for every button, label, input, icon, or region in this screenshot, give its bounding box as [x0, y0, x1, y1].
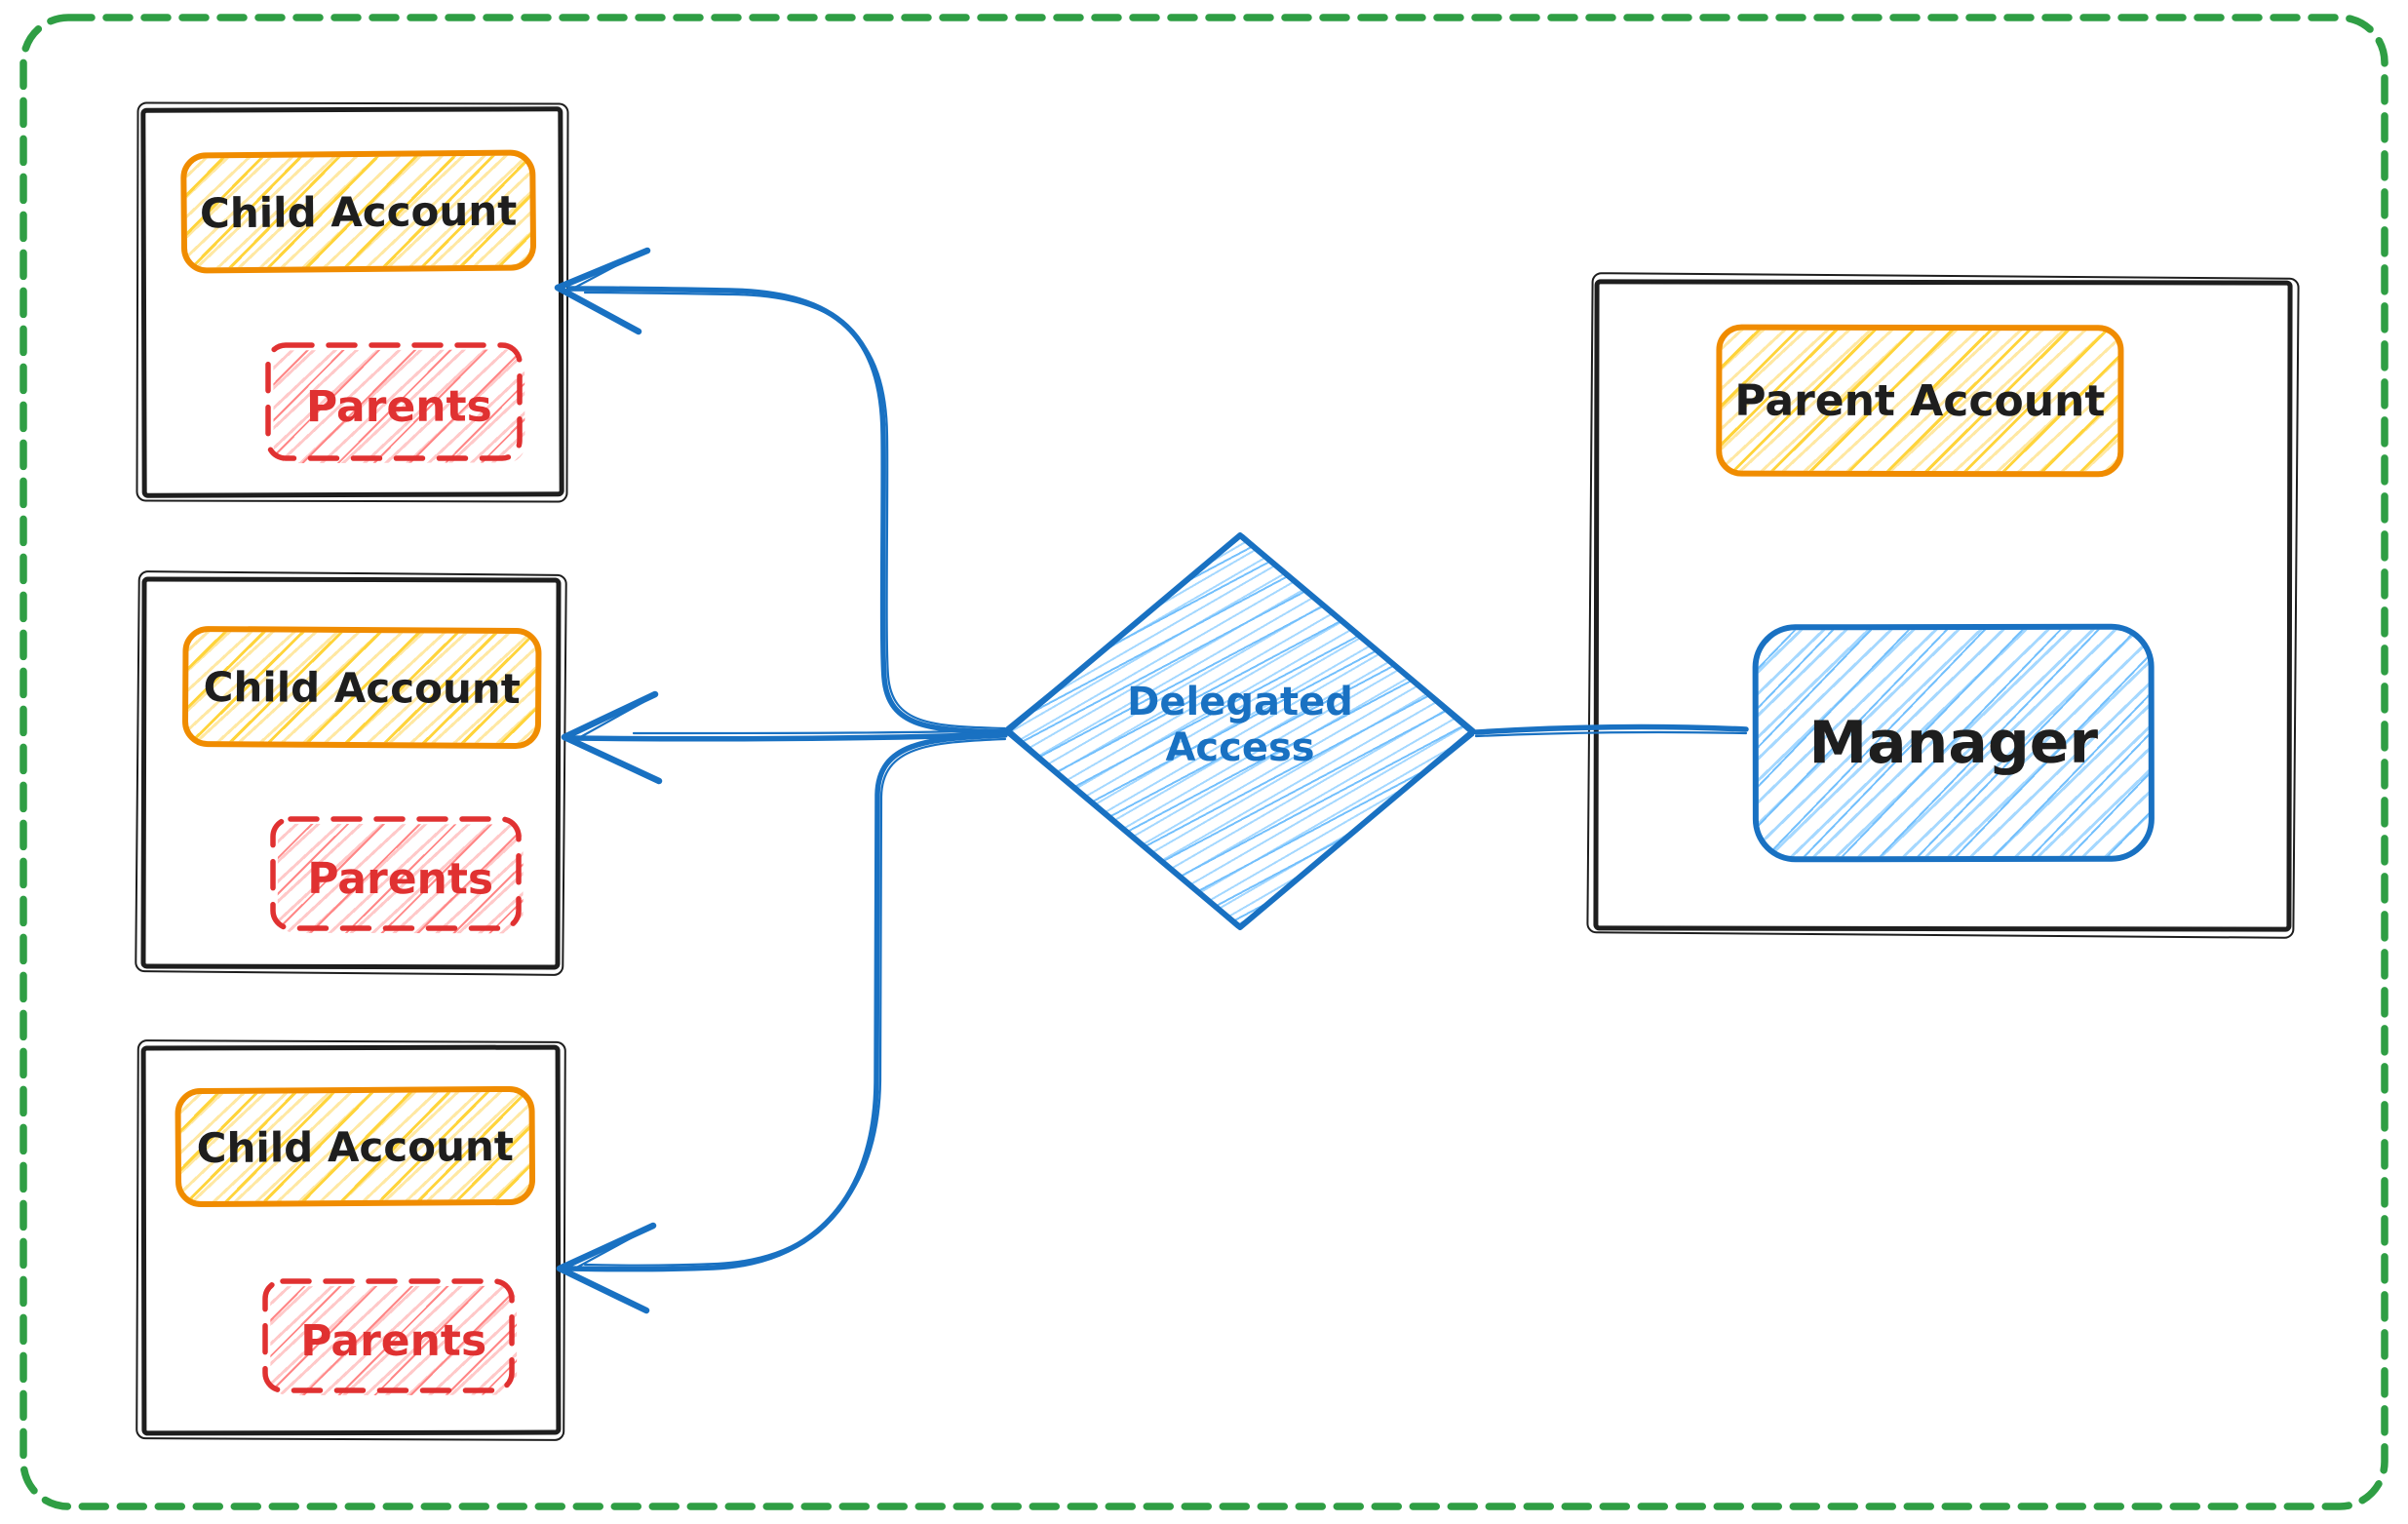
manager-node: Manager [1752, 623, 2155, 863]
arrowhead-child-2 [561, 690, 663, 785]
parents-text-1: Parents [305, 381, 492, 432]
arrowhead-child-1 [554, 247, 651, 335]
parent-account-box: Parent Account Manager [1593, 279, 2293, 932]
child-account-box-2: Child Account Parents [140, 576, 562, 970]
child-account-text-3: Child Account [196, 1121, 515, 1172]
arrowhead-child-3 [556, 1222, 657, 1314]
child-account-box-1: Child Account Parents [140, 106, 564, 498]
parents-box-1: Parents [273, 349, 525, 464]
parents-box-2: Parents [277, 823, 524, 934]
delegated-access-line2: Access [1165, 725, 1315, 770]
parents-box-3: Parents [270, 1285, 518, 1396]
parents-text-2: Parents [307, 853, 494, 904]
delegated-access-line1: Delegated [1127, 680, 1353, 724]
child-account-box-3: Child Account Parents [140, 1044, 562, 1436]
child-account-label-3: Child Account [175, 1085, 536, 1208]
parents-text-3: Parents [300, 1315, 487, 1366]
edge-delegated-access-to-child-2 [561, 690, 1008, 785]
edge-delegated-access-to-child-3 [556, 732, 1008, 1314]
child-account-label-1: Child Account [180, 149, 537, 274]
child-account-text-2: Child Account [203, 662, 521, 713]
child-account-text-1: Child Account [199, 186, 518, 237]
parent-account-text: Parent Account [1734, 375, 2106, 426]
parent-account-label: Parent Account [1716, 324, 2124, 478]
manager-text: Manager [1808, 708, 2099, 778]
child-account-label-2: Child Account [181, 625, 542, 750]
delegated-access-label: Delegated Access [1045, 680, 1435, 771]
edge-delegated-access-to-child-1 [554, 247, 1008, 735]
